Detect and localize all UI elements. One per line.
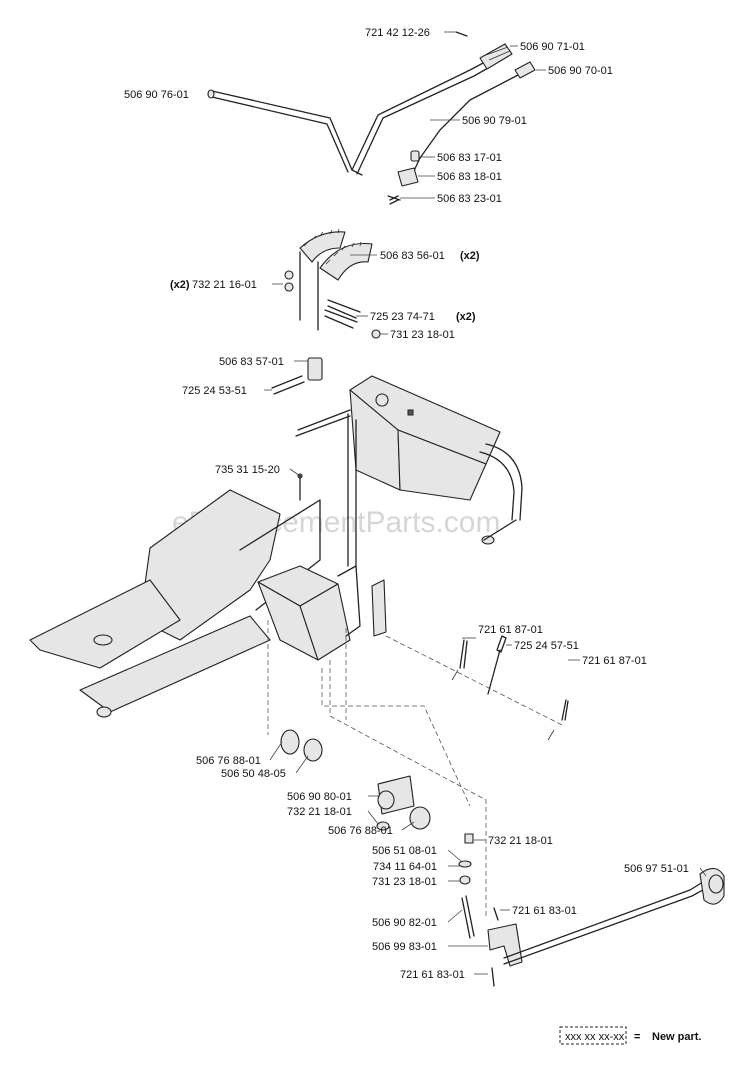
part-qty-506-83-56-01: (x2)	[460, 250, 480, 262]
part-label-506-76-88-01-b: 506 76 88-01	[328, 825, 393, 837]
part-label-506-83-23-01: 506 83 23-01	[437, 193, 502, 205]
part-label-506-51-08-01: 506 51 08-01	[372, 845, 437, 857]
part-label-506-90-79-01: 506 90 79-01	[462, 115, 527, 127]
part-labels: 721 42 12-26 506 90 71-01 506 90 70-01 5…	[124, 27, 689, 981]
part-label-721-42-12-26: 721 42 12-26	[365, 27, 430, 39]
part-label-506-83-57-01: 506 83 57-01	[219, 356, 284, 368]
part-label-506-50-48-05: 506 50 48-05	[221, 768, 286, 780]
part-label-506-90-71-01: 506 90 71-01	[520, 41, 585, 53]
leader-lines	[264, 31, 707, 975]
part-label-731-23-18-01: 731 23 18-01	[390, 329, 455, 341]
part-qty-732-21-16-01: (x2)	[170, 279, 190, 291]
part-label-721-61-87-01-b: 721 61 87-01	[582, 655, 647, 667]
part-label-732-21-16-01: 732 21 16-01	[192, 279, 257, 291]
part-label-721-61-83-01-a: 721 61 83-01	[512, 905, 577, 917]
lower-linkage-assembly	[280, 729, 725, 987]
part-label-506-83-17-01: 506 83 17-01	[437, 152, 502, 164]
frame-assembly	[29, 375, 523, 718]
part-label-506-76-88-01-a: 506 76 88-01	[196, 755, 261, 767]
part-label-731-23-18-01-b: 731 23 18-01	[372, 876, 437, 888]
part-label-721-61-83-01-b: 721 61 83-01	[400, 969, 465, 981]
part-label-506-83-18-01: 506 83 18-01	[437, 171, 502, 183]
part-label-506-97-51-01: 506 97 51-01	[624, 863, 689, 875]
pins-group	[451, 635, 569, 741]
assembly-lines	[267, 620, 565, 918]
part-label-725-24-57-51: 725 24 57-51	[514, 640, 579, 652]
part-label-725-24-53-51: 725 24 53-51	[182, 385, 247, 397]
segment-plate-assembly	[271, 228, 381, 395]
legend-equals: =	[634, 1031, 640, 1043]
part-label-734-11-64-01: 734 11 64-01	[373, 861, 437, 873]
lift-lever-assembly	[207, 31, 536, 205]
legend-sample-box	[559, 1026, 627, 1045]
part-label-735-31-15-20: 735 31 15-20	[215, 464, 280, 476]
part-label-506-90-82-01: 506 90 82-01	[372, 917, 437, 929]
part-label-506-90-80-01: 506 90 80-01	[287, 791, 352, 803]
part-label-506-90-70-01: 506 90 70-01	[548, 65, 613, 77]
part-label-506-99-83-01: 506 99 83-01	[372, 941, 437, 953]
part-label-732-21-18-01-a: 732 21 18-01	[287, 806, 352, 818]
legend-sample-text: xxx xx xx-xx	[565, 1031, 625, 1043]
legend: xxx xx xx-xx = New part.	[559, 1026, 702, 1045]
part-label-721-61-87-01-a: 721 61 87-01	[478, 624, 543, 636]
part-qty-725-23-74-71: (x2)	[456, 311, 476, 323]
legend-text: New part.	[652, 1031, 702, 1043]
part-label-506-83-56-01: 506 83 56-01	[380, 250, 445, 262]
part-label-732-21-18-01-b: 732 21 18-01	[488, 835, 553, 847]
part-label-725-23-74-71: 725 23 74-71	[370, 311, 435, 323]
part-label-506-90-76-01: 506 90 76-01	[124, 89, 189, 101]
